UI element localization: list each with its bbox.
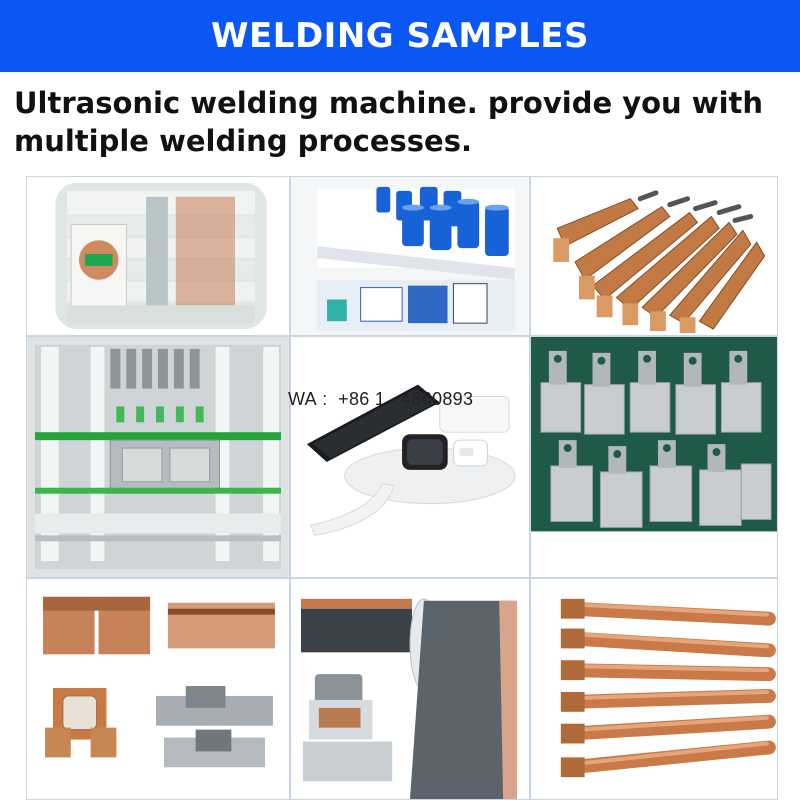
sample-copper-foil-tabs: [26, 578, 290, 800]
contact-watermark: WA : +86 1 4860893: [288, 389, 474, 409]
production-line-photo-icon: [27, 337, 289, 577]
foil-roll-photo-icon: [291, 579, 529, 799]
cylinder-battery-photo-icon: [291, 177, 529, 335]
sample-braided-copper-straps: [530, 176, 778, 336]
battery-pouch-photo-icon: [55, 182, 267, 330]
sample-grid: [26, 176, 778, 800]
phone-charger-photo-icon: [291, 337, 529, 577]
braided-strap-photo-icon: [531, 177, 777, 335]
headline: Ultrasonic welding machine. provide you …: [14, 84, 794, 160]
metal-tab-photo-icon: [531, 337, 777, 577]
sample-wireless-charger: [290, 336, 530, 578]
sample-welding-production-line: [26, 336, 290, 578]
headline-line-1: Ultrasonic welding machine. provide you …: [14, 86, 764, 120]
sample-battery-pouch-stack: [26, 176, 290, 336]
copper-foil-photo-icon: [27, 579, 289, 799]
header-banner: WELDING SAMPLES: [0, 0, 800, 72]
sample-nickel-tabs: [530, 336, 778, 578]
headline-line-2: multiple welding processes.: [14, 124, 472, 158]
sample-copper-tubes: [530, 578, 778, 800]
sample-blue-cylindrical-cells: [290, 176, 530, 336]
copper-tube-photo-icon: [531, 579, 777, 799]
sample-electrode-foil-roll: [290, 578, 530, 800]
banner-title: WELDING SAMPLES: [211, 16, 589, 56]
